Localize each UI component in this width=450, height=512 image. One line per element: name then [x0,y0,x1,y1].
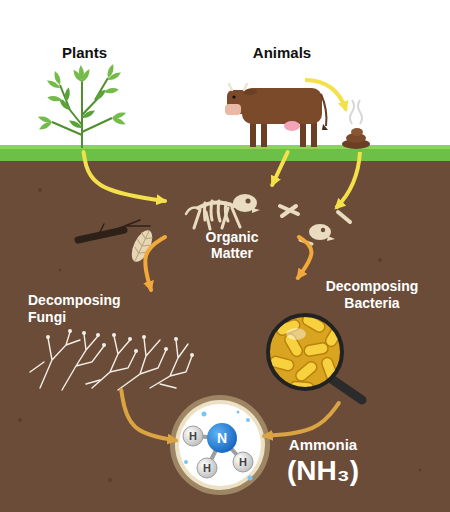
illustration-label: Plants [62,44,107,62]
flow-arrow [121,390,176,441]
ammonia-molecule [170,395,270,495]
illustration-label: Animals [253,44,311,62]
cow-to-dung-arrow [305,80,346,110]
fungi-tips [46,329,194,357]
text-group: Organic Matter [165,229,299,262]
text-group: Plants [35,44,134,62]
flow-arrow [264,403,339,436]
text-group: Decomposing Fungi [28,292,121,325]
cycle-node: Plants [35,40,134,152]
flow-arrow [84,152,165,201]
flow-arrow [298,237,312,278]
product-label: (NH₃) [287,454,359,487]
cycle-node: Decomposing Bacteria [265,278,429,403]
flow-arrow [272,152,288,185]
text-group: Animals [225,44,339,62]
cycle-node: Organic Matter [165,185,299,265]
grass-top [0,145,450,149]
sky [0,0,450,150]
cycle-node: Animals [225,40,339,152]
soil [0,158,450,512]
text-group: Decomposing Bacteria [315,278,429,311]
fungi-hyphae [30,332,192,390]
atom-symbol: H [197,459,217,477]
dung-to-soil-arrow [336,152,360,208]
atom-symbol: H [233,453,253,471]
stage-label: Decomposing Bacteria [326,278,419,311]
flow-arrow [145,237,165,290]
atom-symbol: H [183,427,203,445]
stage-label: Decomposing Fungi [28,292,121,325]
text-group: Ammonia(NH₃) [268,436,378,487]
soil-specks [18,188,422,482]
cow [225,84,328,147]
cycle-node: Decomposing Fungi [25,290,200,390]
plant [37,63,127,148]
product-label: Ammonia [289,436,357,454]
atom-symbol: N [212,429,232,447]
grass [0,145,450,161]
stage-label: Organic Matter [206,229,259,262]
magnifier [268,313,362,400]
organic-matter [78,194,350,265]
